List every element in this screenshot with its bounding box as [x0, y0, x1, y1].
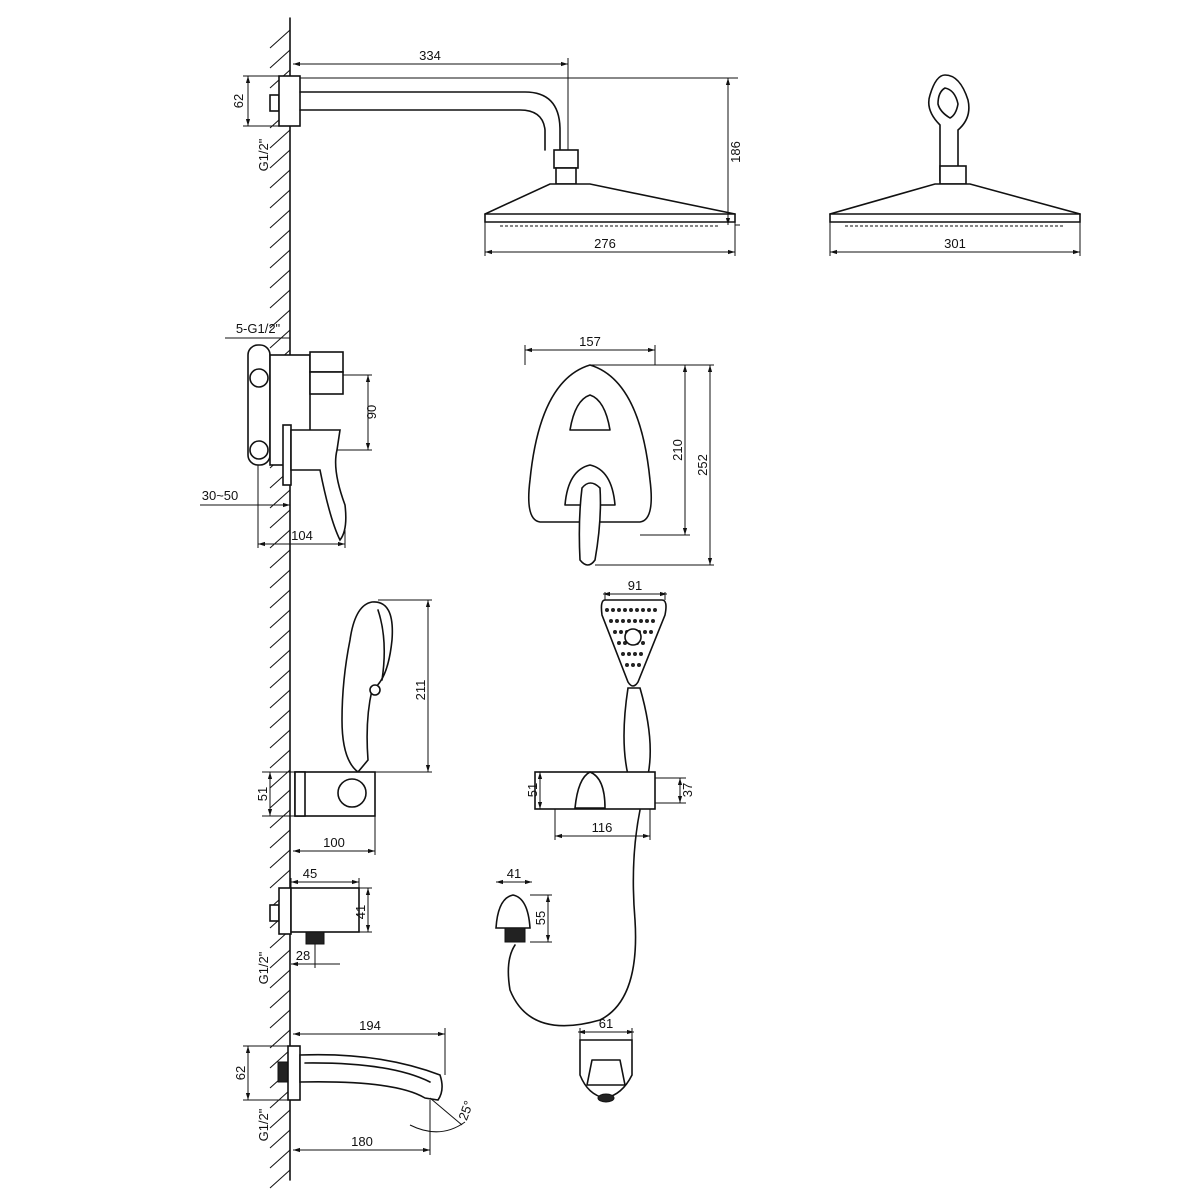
- dim-height: 55: [533, 911, 548, 925]
- mixer-side-view: 5-G1/2" 90 30~50 104: [200, 321, 379, 548]
- nozzle-dot: [627, 619, 631, 623]
- dim-arm-length: 334: [419, 48, 441, 63]
- wall-outlet-front-view: 41 55: [495, 866, 552, 943]
- nozzle-dot: [605, 608, 609, 612]
- dim-holder-inner: 37: [680, 783, 695, 797]
- nozzle-dot: [613, 630, 617, 634]
- thread-label: G1/2": [256, 1108, 271, 1141]
- dim-width: 41: [507, 866, 521, 881]
- nozzle-dot: [629, 608, 633, 612]
- nozzle-dot: [639, 652, 643, 656]
- nozzle-dot: [637, 663, 641, 667]
- nozzle-dot: [615, 619, 619, 623]
- nozzle-dot: [635, 608, 639, 612]
- nozzle-dot: [627, 652, 631, 656]
- nozzle-dot: [621, 619, 625, 623]
- nozzle-dot: [643, 630, 647, 634]
- hand-shower-side-view: 211 51 100: [255, 599, 432, 855]
- dim-holder-width: 116: [592, 820, 613, 835]
- nozzle-dot: [617, 641, 621, 645]
- dim-outlets: 5-G1/2": [236, 321, 281, 336]
- spout-front-view: 61: [578, 1016, 634, 1103]
- nozzle-dot: [631, 663, 635, 667]
- nozzle-dot: [641, 641, 645, 645]
- dim-total-height: 252: [695, 454, 710, 476]
- dim-angle: 25°: [455, 1099, 476, 1123]
- nozzle-dot: [633, 619, 637, 623]
- dim-plate-width: 157: [579, 334, 601, 349]
- dim-nut-offset: 28: [296, 948, 310, 963]
- dim-height: 41: [353, 905, 368, 919]
- dim-total-height: 186: [728, 141, 743, 163]
- dim-width: 61: [599, 1016, 613, 1031]
- dim-flange: 62: [231, 94, 246, 108]
- dim-holder-height: 51: [255, 787, 270, 801]
- nozzle-dot: [649, 630, 653, 634]
- shower-head-front-view: 301: [829, 74, 1081, 256]
- spout-side-view: 194 62 G1/2" 180 25°: [233, 1018, 476, 1155]
- nozzle-dot: [653, 608, 657, 612]
- nozzle-dot: [609, 619, 613, 623]
- dim-height: 211: [413, 680, 428, 701]
- thread-label: G1/2": [256, 951, 271, 984]
- dim-head-width: 91: [628, 578, 642, 593]
- dim-holder-depth: 100: [323, 835, 345, 850]
- dim-holder-height: 51: [525, 783, 540, 797]
- thread-label: G1/2": [256, 138, 271, 171]
- nozzle-dot: [639, 619, 643, 623]
- wall-outlet-side-view: 45 41 28 G1/2": [256, 866, 372, 984]
- nozzle-dot: [625, 663, 629, 667]
- nozzle-dot: [645, 619, 649, 623]
- nozzle-dot: [623, 608, 627, 612]
- nozzle-dot: [633, 652, 637, 656]
- nozzle-dot: [621, 652, 625, 656]
- shower-arm-side-view: 334 186 276 62 G1/2": [231, 48, 743, 256]
- dim-head-width: 276: [594, 236, 616, 251]
- hand-shower-front-view: 91 51 37 116: [507, 578, 695, 1027]
- dim-length: 194: [359, 1018, 381, 1033]
- mixer-front-view: 157 210 252: [524, 334, 714, 566]
- dim-depth: 45: [303, 866, 317, 881]
- dim-flange: 62: [233, 1066, 248, 1080]
- nozzle-dot: [619, 630, 623, 634]
- dim-head-front-width: 301: [944, 236, 966, 251]
- dim-reach: 180: [351, 1134, 373, 1149]
- dim-depth: 104: [291, 528, 313, 543]
- nozzle-dot: [617, 608, 621, 612]
- dim-plate-height: 210: [670, 439, 685, 461]
- nozzle-dot: [641, 608, 645, 612]
- nozzle-dot: [611, 608, 615, 612]
- dim-wall-depth: 30~50: [202, 488, 239, 503]
- nozzle-dot: [651, 619, 655, 623]
- dim-spacing: 90: [364, 405, 379, 419]
- nozzle-dot: [647, 608, 651, 612]
